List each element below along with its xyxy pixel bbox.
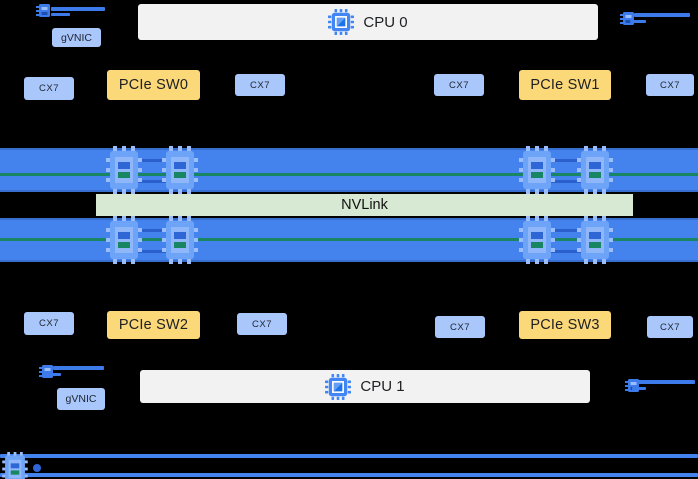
gvnic-box: gVNIC (52, 28, 101, 47)
pcie-switch3-box: PCIe SW3 (519, 311, 611, 339)
rail-connector-line (112, 250, 192, 253)
cx7-nic-box: CX7 (24, 312, 74, 335)
nvlink-bar: NVLink (96, 194, 633, 216)
cx7-label: CX7 (39, 83, 59, 94)
cpu0-box: CPU 0 (138, 4, 598, 40)
gpu-chip-icon (519, 146, 555, 194)
gvnic-label: gVNIC (61, 31, 92, 44)
network-link-line (630, 20, 646, 23)
connection-dot (33, 464, 41, 472)
pcie-sw1-label: PCIe SW1 (530, 77, 600, 93)
pcie-sw3-label: PCIe SW3 (530, 317, 600, 333)
gpu-chip-icon (519, 216, 555, 264)
nvlink-label: NVLink (341, 197, 388, 213)
pcie-switch1-box: PCIe SW1 (519, 70, 611, 100)
gpu-chip-icon (162, 146, 198, 194)
gpu-chip-icon (106, 216, 142, 264)
network-rail-line (0, 454, 698, 458)
cpu1-box: CPU 1 (140, 370, 590, 403)
cx7-nic-box: CX7 (434, 74, 484, 96)
pcie-sw0-label: PCIe SW0 (118, 77, 189, 93)
rail-connector-line (525, 250, 609, 253)
network-link-line (53, 366, 104, 370)
rail-connector-line (112, 229, 192, 232)
pcie-switch2-box: PCIe SW2 (107, 311, 200, 339)
nic-chip-icon (36, 3, 52, 19)
cx7-label: CX7 (450, 321, 470, 333)
cx7-label: CX7 (449, 79, 469, 91)
gvnic-box: gVNIC (57, 388, 105, 410)
cx7-label: CX7 (250, 79, 270, 91)
cpu0-label: CPU 0 (363, 13, 408, 31)
cx7-nic-box: CX7 (235, 74, 285, 96)
network-rail-line (0, 473, 698, 477)
cx7-nic-box: CX7 (647, 316, 693, 338)
network-link-line (51, 7, 105, 11)
rail-connector-line (525, 229, 609, 232)
cx7-label: CX7 (660, 79, 680, 91)
cx7-nic-box: CX7 (24, 77, 74, 100)
nvlink-trace-line (0, 173, 698, 176)
cx7-label: CX7 (660, 321, 680, 333)
nic-chip-icon (2, 452, 28, 479)
rail-connector-line (525, 180, 609, 183)
network-link-line (43, 373, 61, 376)
rail-connector-line (112, 159, 192, 162)
cpu-chip-icon (328, 9, 355, 35)
rail-connector-line (525, 159, 609, 162)
pcie-sw2-label: PCIe SW2 (118, 317, 189, 333)
nvlink-trace-line (0, 238, 698, 241)
network-link-line (632, 387, 646, 390)
cx7-label: CX7 (252, 318, 272, 330)
gpu-chip-icon (162, 216, 198, 264)
gvnic-label: gVNIC (65, 393, 97, 405)
cx7-nic-box: CX7 (237, 313, 287, 335)
network-link-line (51, 13, 70, 16)
network-link-line (638, 380, 695, 384)
pcie-switch0-box: PCIe SW0 (107, 70, 200, 100)
cx7-label: CX7 (39, 318, 59, 329)
cx7-nic-box: CX7 (646, 74, 694, 96)
gpu-chip-icon (577, 146, 613, 194)
cpu1-label: CPU 1 (360, 378, 405, 395)
network-link-line (634, 13, 690, 17)
cx7-nic-box: CX7 (435, 316, 485, 338)
cpu-chip-icon (325, 373, 352, 400)
gpu-chip-icon (577, 216, 613, 264)
gpu-chip-icon (106, 146, 142, 194)
rail-connector-line (112, 180, 192, 183)
